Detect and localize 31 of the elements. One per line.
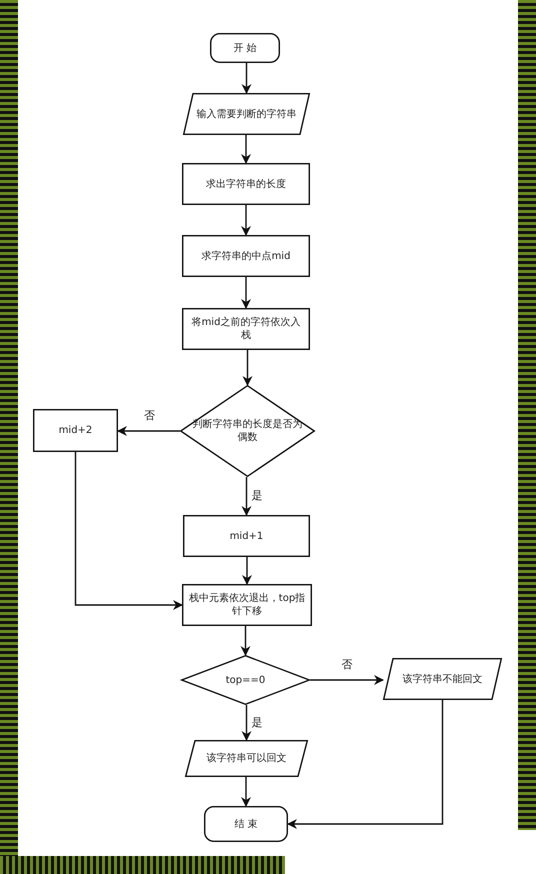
- arrow: [310, 675, 384, 685]
- output-parallelogram: 该字符串可以回文: [185, 740, 308, 777]
- arrow: [242, 350, 252, 386]
- edge-label: 否: [340, 658, 354, 671]
- edge-label: 否: [143, 409, 156, 422]
- decision-diamond: top==0: [181, 655, 310, 705]
- process-box: mid+1: [183, 515, 310, 557]
- arrow: [241, 277, 251, 309]
- arrow: [241, 205, 251, 236]
- process-box: 求字符串的中点mid: [182, 235, 310, 277]
- output-parallelogram: 该字符串不能回文: [383, 658, 502, 700]
- edge-label: 是: [250, 716, 264, 728]
- input-parallelogram: 输入需要判断的字符串: [183, 93, 310, 135]
- edge-label: 是: [250, 489, 264, 502]
- arrow: [241, 135, 251, 164]
- process-box: mid+2: [33, 409, 118, 452]
- arrow: [241, 777, 251, 807]
- arrow: [242, 557, 252, 585]
- arrow: [242, 63, 252, 94]
- arrow: [240, 626, 250, 656]
- end-terminal: 结 束: [204, 806, 288, 842]
- arrow: [242, 705, 252, 741]
- decision-diamond: 判断字符串的长度是否为偶数: [180, 385, 315, 477]
- process-box: 将mid之前的字符依次入栈: [182, 308, 310, 350]
- arrow: [74, 452, 183, 610]
- arrow: [117, 426, 180, 436]
- process-box: 栈中元素依次退出，top指针下移: [182, 584, 312, 626]
- arrow: [287, 700, 444, 829]
- start-terminal: 开 始: [210, 33, 280, 63]
- arrow: [242, 477, 252, 516]
- process-box: 求出字符串的长度: [182, 163, 310, 205]
